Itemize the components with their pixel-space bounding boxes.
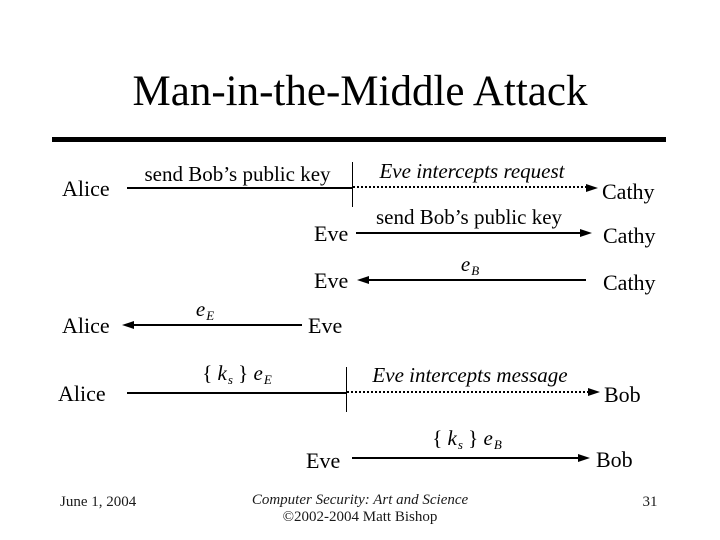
arrow-line-alice-to-tick-row1 bbox=[127, 187, 353, 189]
arrowhead-right-icon-row2 bbox=[580, 229, 592, 237]
slide-title: Man-in-the-Middle Attack bbox=[132, 68, 588, 115]
key-e: e bbox=[483, 426, 493, 450]
key-subscript: E bbox=[206, 308, 215, 323]
message-ks-ee-label: { ks } eE bbox=[127, 361, 347, 388]
key-label-eb: eB bbox=[435, 252, 505, 279]
actor-cathy-row2: Cathy bbox=[603, 223, 656, 248]
brace-open: { bbox=[202, 361, 218, 385]
arrow-line-eve-to-cathy-row2 bbox=[356, 232, 582, 234]
actor-eve-row2: Eve bbox=[314, 221, 349, 246]
actor-bob-row5: Bob bbox=[604, 382, 641, 407]
actor-cathy-row3: Cathy bbox=[603, 270, 656, 295]
actor-eve-row4: Eve bbox=[308, 313, 343, 338]
intercept-note-row5: Eve intercepts message bbox=[372, 363, 568, 387]
key-subscript: B bbox=[471, 263, 480, 278]
actor-eve-row6: Eve bbox=[306, 448, 341, 473]
arrowhead-right-icon-row5 bbox=[588, 388, 600, 396]
key-k: k bbox=[217, 361, 227, 385]
key-k: k bbox=[447, 426, 457, 450]
key-e-subscript: E bbox=[263, 372, 272, 387]
brace-close: } bbox=[232, 361, 254, 385]
actor-bob-row6: Bob bbox=[596, 447, 633, 472]
interception-tick-row1 bbox=[352, 162, 353, 207]
message-send-bobs-public-key-row1: send Bob’s public key bbox=[144, 162, 331, 186]
message-send-bobs-public-key-row2: send Bob’s public key bbox=[375, 205, 563, 229]
actor-cathy-row1: Cathy bbox=[602, 179, 655, 204]
actor-alice-row5: Alice bbox=[58, 381, 106, 406]
brace-close: } bbox=[462, 426, 484, 450]
arrowhead-right-icon-row1 bbox=[586, 184, 598, 192]
arrow-line-eve-to-alice-row4 bbox=[132, 324, 302, 326]
title-divider-rule bbox=[52, 137, 666, 142]
actor-alice-row1: Alice bbox=[62, 176, 110, 201]
key-e: e bbox=[253, 361, 263, 385]
actor-alice-row4: Alice bbox=[62, 313, 110, 338]
key-k-subscript: s bbox=[457, 437, 463, 452]
actor-eve-row3: Eve bbox=[314, 268, 349, 293]
footer-copyright: ©2002-2004 Matt Bishop bbox=[282, 509, 438, 525]
key-base: e bbox=[460, 252, 471, 276]
message-ks-eb-label: { ks } eB bbox=[387, 426, 547, 453]
arrow-line-alice-to-tick-row5 bbox=[127, 392, 347, 394]
footer-book-title: Computer Security: Art and Science bbox=[251, 492, 469, 508]
dotted-arrow-line-row5 bbox=[347, 391, 593, 393]
interception-tick-row5 bbox=[346, 367, 347, 412]
arrowhead-left-icon-row4 bbox=[122, 321, 134, 329]
dotted-arrow-line-row1 bbox=[353, 186, 591, 188]
footer-date: June 1, 2004 bbox=[60, 494, 137, 510]
key-e-subscript: B bbox=[493, 437, 502, 452]
key-k-subscript: s bbox=[227, 372, 233, 387]
intercept-note-row1: Eve intercepts request bbox=[379, 159, 565, 183]
brace-open: { bbox=[432, 426, 448, 450]
arrow-line-cathy-to-eve-row3 bbox=[367, 279, 586, 281]
arrowhead-right-icon-row6 bbox=[578, 454, 590, 462]
arrowhead-left-icon-row3 bbox=[357, 276, 369, 284]
arrow-line-eve-to-bob-row6 bbox=[352, 457, 580, 459]
key-label-ee: eE bbox=[172, 297, 238, 324]
footer-page-number: 31 bbox=[642, 494, 658, 510]
key-base: e bbox=[195, 297, 206, 321]
